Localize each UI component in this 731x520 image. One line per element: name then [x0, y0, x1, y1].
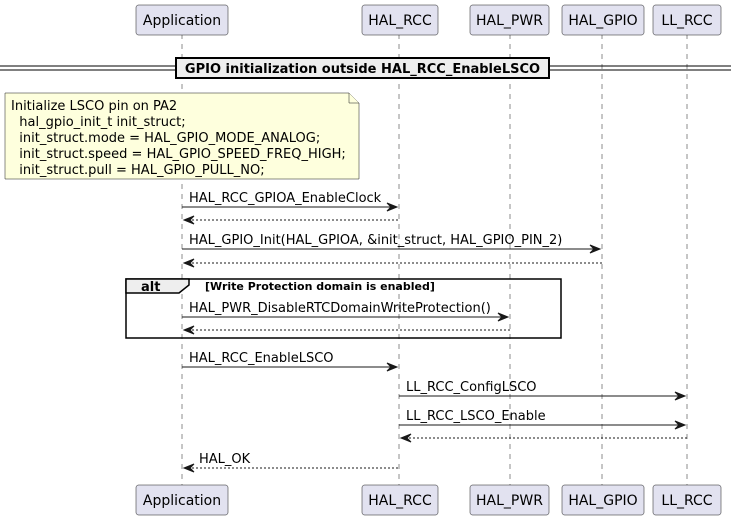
participant-hal-gpio-bottom[interactable]: HAL_GPIO — [561, 484, 645, 516]
participant-application-bottom[interactable]: Application — [135, 484, 229, 516]
message-gpioa-enable-clock: HAL_RCC_GPIOA_EnableClock — [182, 191, 399, 212]
message-hal-ok-return: HAL_OK — [182, 452, 399, 473]
participant-hal-gpio-top[interactable]: HAL_GPIO — [561, 4, 645, 36]
participant-label: HAL_RCC — [368, 493, 432, 509]
message-label: HAL_RCC_EnableLSCO — [189, 351, 334, 366]
participant-label: HAL_GPIO — [568, 13, 637, 29]
note-line: hal_gpio_init_t init_struct; — [11, 115, 186, 130]
message-label: HAL_OK — [199, 452, 251, 467]
message-return — [399, 433, 687, 443]
message-label: HAL_RCC_GPIOA_EnableClock — [189, 191, 382, 206]
participant-ll-rcc-top[interactable]: LL_RCC — [652, 4, 722, 36]
alt-fragment: alt [Write Protection domain is enabled] — [125, 278, 562, 339]
message-enable-lsco: HAL_RCC_EnableLSCO — [182, 351, 399, 372]
note-line: init_struct.pull = HAL_GPIO_PULL_NO; — [11, 163, 265, 178]
participant-ll-rcc-bottom[interactable]: LL_RCC — [652, 484, 722, 516]
participant-label: LL_RCC — [661, 493, 712, 509]
participant-label: Application — [143, 493, 221, 509]
participant-application-top[interactable]: Application — [135, 4, 229, 36]
message-lsco-enable: LL_RCC_LSCO_Enable — [399, 409, 687, 430]
participant-hal-pwr-bottom[interactable]: HAL_PWR — [469, 484, 550, 516]
note-line: Initialize LSCO pin on PA2 — [11, 99, 177, 114]
participant-hal-pwr-top[interactable]: HAL_PWR — [469, 4, 550, 36]
participant-label: HAL_PWR — [476, 493, 543, 509]
message-label: HAL_GPIO_Init(HAL_GPIOA, &init_struct, H… — [189, 233, 562, 248]
message-return — [182, 215, 399, 225]
message-return — [182, 258, 602, 268]
fragment-keyword: alt — [141, 280, 160, 295]
message-label: HAL_PWR_DisableRTCDomainWriteProtection(… — [189, 301, 491, 316]
fragment-guard: [Write Protection domain is enabled] — [205, 280, 435, 293]
participant-label: HAL_GPIO — [568, 493, 637, 509]
message-config-lsco: LL_RCC_ConfigLSCO — [399, 380, 687, 401]
message-disable-rtc-write-protection: HAL_PWR_DisableRTCDomainWriteProtection(… — [182, 301, 510, 322]
note-line: init_struct.speed = HAL_GPIO_SPEED_FREQ_… — [11, 147, 346, 162]
participant-label: Application — [143, 13, 221, 29]
participant-label: HAL_RCC — [368, 13, 432, 29]
participant-label: LL_RCC — [661, 13, 712, 29]
divider: GPIO initialization outside HAL_RCC_Enab… — [0, 57, 731, 79]
message-label: LL_RCC_ConfigLSCO — [406, 380, 537, 395]
participant-label: HAL_PWR — [476, 13, 543, 29]
participant-hal-rcc-top[interactable]: HAL_RCC — [361, 4, 439, 36]
note: Initialize LSCO pin on PA2 hal_gpio_init… — [4, 92, 360, 180]
note-line: init_struct.mode = HAL_GPIO_MODE_ANALOG; — [11, 131, 320, 146]
message-label: LL_RCC_LSCO_Enable — [406, 409, 546, 424]
divider-label: GPIO initialization outside HAL_RCC_Enab… — [185, 62, 540, 77]
participant-hal-rcc-bottom[interactable]: HAL_RCC — [361, 484, 439, 516]
message-return — [182, 325, 510, 335]
message-gpio-init: HAL_GPIO_Init(HAL_GPIOA, &init_struct, H… — [182, 233, 602, 254]
